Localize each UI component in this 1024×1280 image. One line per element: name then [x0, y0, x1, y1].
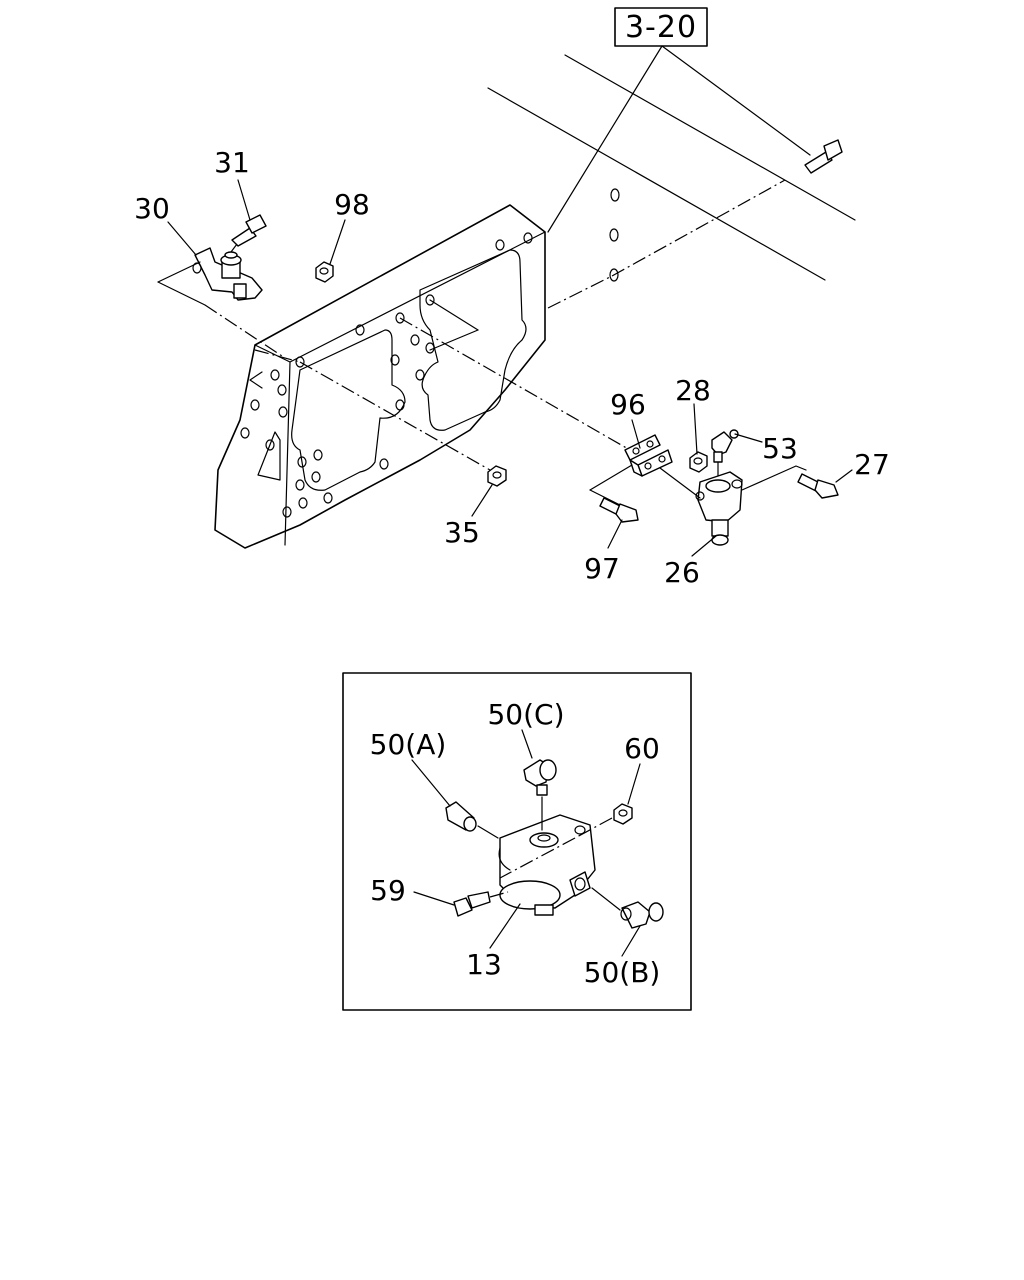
detail-box: 50(C) 50(A) 60 59 13 50(B): [342, 672, 692, 1011]
part-35-nut[interactable]: [487, 465, 507, 487]
bolt-upper-right[interactable]: [804, 139, 843, 174]
part-98-nut[interactable]: [315, 261, 334, 283]
label-26: 26: [664, 556, 700, 589]
reference-box[interactable]: 3-20: [614, 7, 708, 47]
label-98: 98: [334, 188, 370, 221]
label-28: 28: [675, 374, 711, 407]
label-31: 31: [214, 146, 250, 179]
part-59-bolt[interactable]: [453, 891, 491, 917]
label-53: 53: [762, 432, 798, 465]
label-13: 13: [466, 948, 502, 981]
part-50a-fitting[interactable]: [445, 801, 477, 832]
assembly-centerlines: [204, 179, 786, 471]
frame-line-upper: [564, 54, 856, 221]
label-97: 97: [584, 552, 620, 585]
label-27: 27: [854, 448, 890, 481]
leader-lines: [167, 179, 853, 557]
part-28-nut[interactable]: [689, 451, 708, 473]
part-97-bolt[interactable]: [599, 497, 639, 523]
part-31-bolt[interactable]: [231, 214, 267, 247]
part-50b-elbow-fitting[interactable]: [620, 901, 664, 929]
label-60: 60: [624, 732, 660, 765]
part-13-valve-body[interactable]: [498, 814, 596, 916]
part-26-valve[interactable]: [695, 471, 743, 546]
part-50c-elbow-fitting[interactable]: [523, 759, 557, 796]
part-96-bracket[interactable]: [624, 434, 673, 477]
frame-line-lower: [487, 87, 826, 281]
reference-leader-bolt: [661, 45, 811, 156]
label-30: 30: [134, 192, 170, 225]
part-60-nut[interactable]: [613, 803, 633, 825]
label-35: 35: [444, 516, 480, 549]
mounting-plate: [214, 188, 620, 549]
label-50a: 50(A): [370, 728, 447, 761]
label-50c: 50(C): [487, 698, 564, 731]
part-27-bolt[interactable]: [797, 473, 839, 499]
reference-box-label: 3-20: [625, 10, 697, 45]
label-50b: 50(B): [584, 956, 661, 989]
plate-holes: [240, 188, 620, 518]
part-30-valve[interactable]: [192, 247, 263, 301]
part-53-fitting[interactable]: [711, 429, 739, 463]
label-96: 96: [610, 388, 646, 421]
label-59: 59: [370, 874, 406, 907]
reference-leader-plate: [547, 45, 663, 233]
